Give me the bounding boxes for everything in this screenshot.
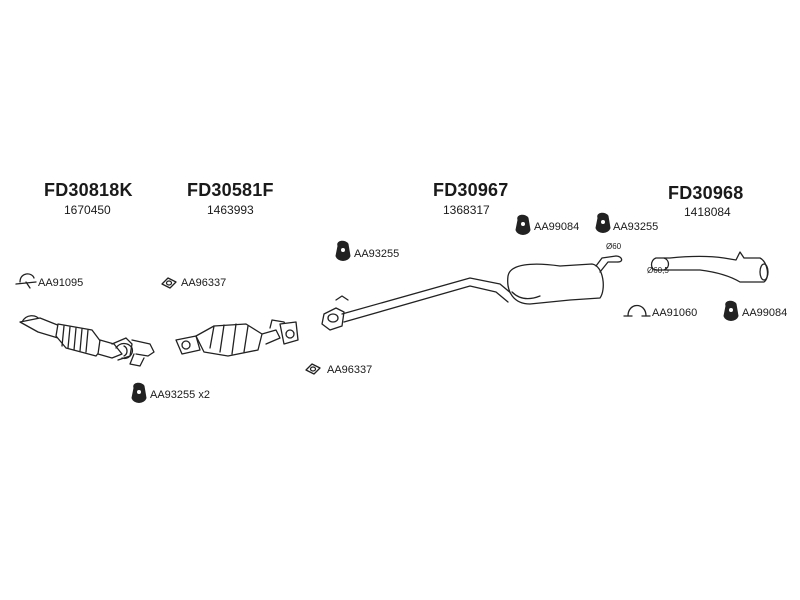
accessory-label: AA91060	[652, 307, 698, 319]
accessory-label: AA96337	[181, 277, 227, 289]
part-code-fd30967: FD30967	[433, 180, 509, 200]
tail-pipe[interactable]	[650, 251, 769, 283]
accessory-label: AA96337	[327, 364, 373, 376]
accessory-label: AA93255	[354, 248, 400, 260]
rubber-hanger-icon[interactable]	[595, 212, 611, 233]
part-ref-1670450: 1670450	[64, 203, 111, 217]
gasket-ring-icon[interactable]	[161, 277, 177, 289]
part-ref-1463993: 1463993	[207, 203, 254, 217]
middle-silencer[interactable]	[321, 255, 623, 331]
exhaust-clamp-icon[interactable]	[623, 304, 651, 317]
catalytic-converter-front[interactable]	[19, 315, 155, 367]
diameter-label: Ø60	[606, 242, 622, 251]
accessory-label: AA99084	[742, 307, 788, 319]
rubber-hanger-icon[interactable]	[515, 214, 531, 235]
accessory-label: AA93255 x2	[150, 389, 210, 401]
rubber-hanger-icon[interactable]	[335, 240, 351, 261]
accessory-label: AA99084	[534, 221, 580, 233]
accessory-label: AA91095	[38, 277, 84, 289]
rubber-hanger-icon[interactable]	[131, 382, 147, 403]
exhaust-clamp-icon[interactable]	[15, 273, 37, 289]
accessory-label: AA93255	[613, 221, 659, 233]
part-code-fd30581f: FD30581F	[187, 180, 274, 200]
part-code-fd30818k: FD30818K	[44, 180, 133, 200]
gasket-ring-icon[interactable]	[305, 363, 321, 375]
part-ref-1368317: 1368317	[443, 203, 490, 217]
part-ref-1418084: 1418084	[684, 205, 731, 219]
diameter-label: Ø60,5	[647, 266, 669, 275]
rubber-hanger-icon[interactable]	[723, 300, 739, 321]
part-code-fd30968: FD30968	[668, 183, 744, 203]
catalytic-converter-middle[interactable]	[175, 319, 299, 357]
